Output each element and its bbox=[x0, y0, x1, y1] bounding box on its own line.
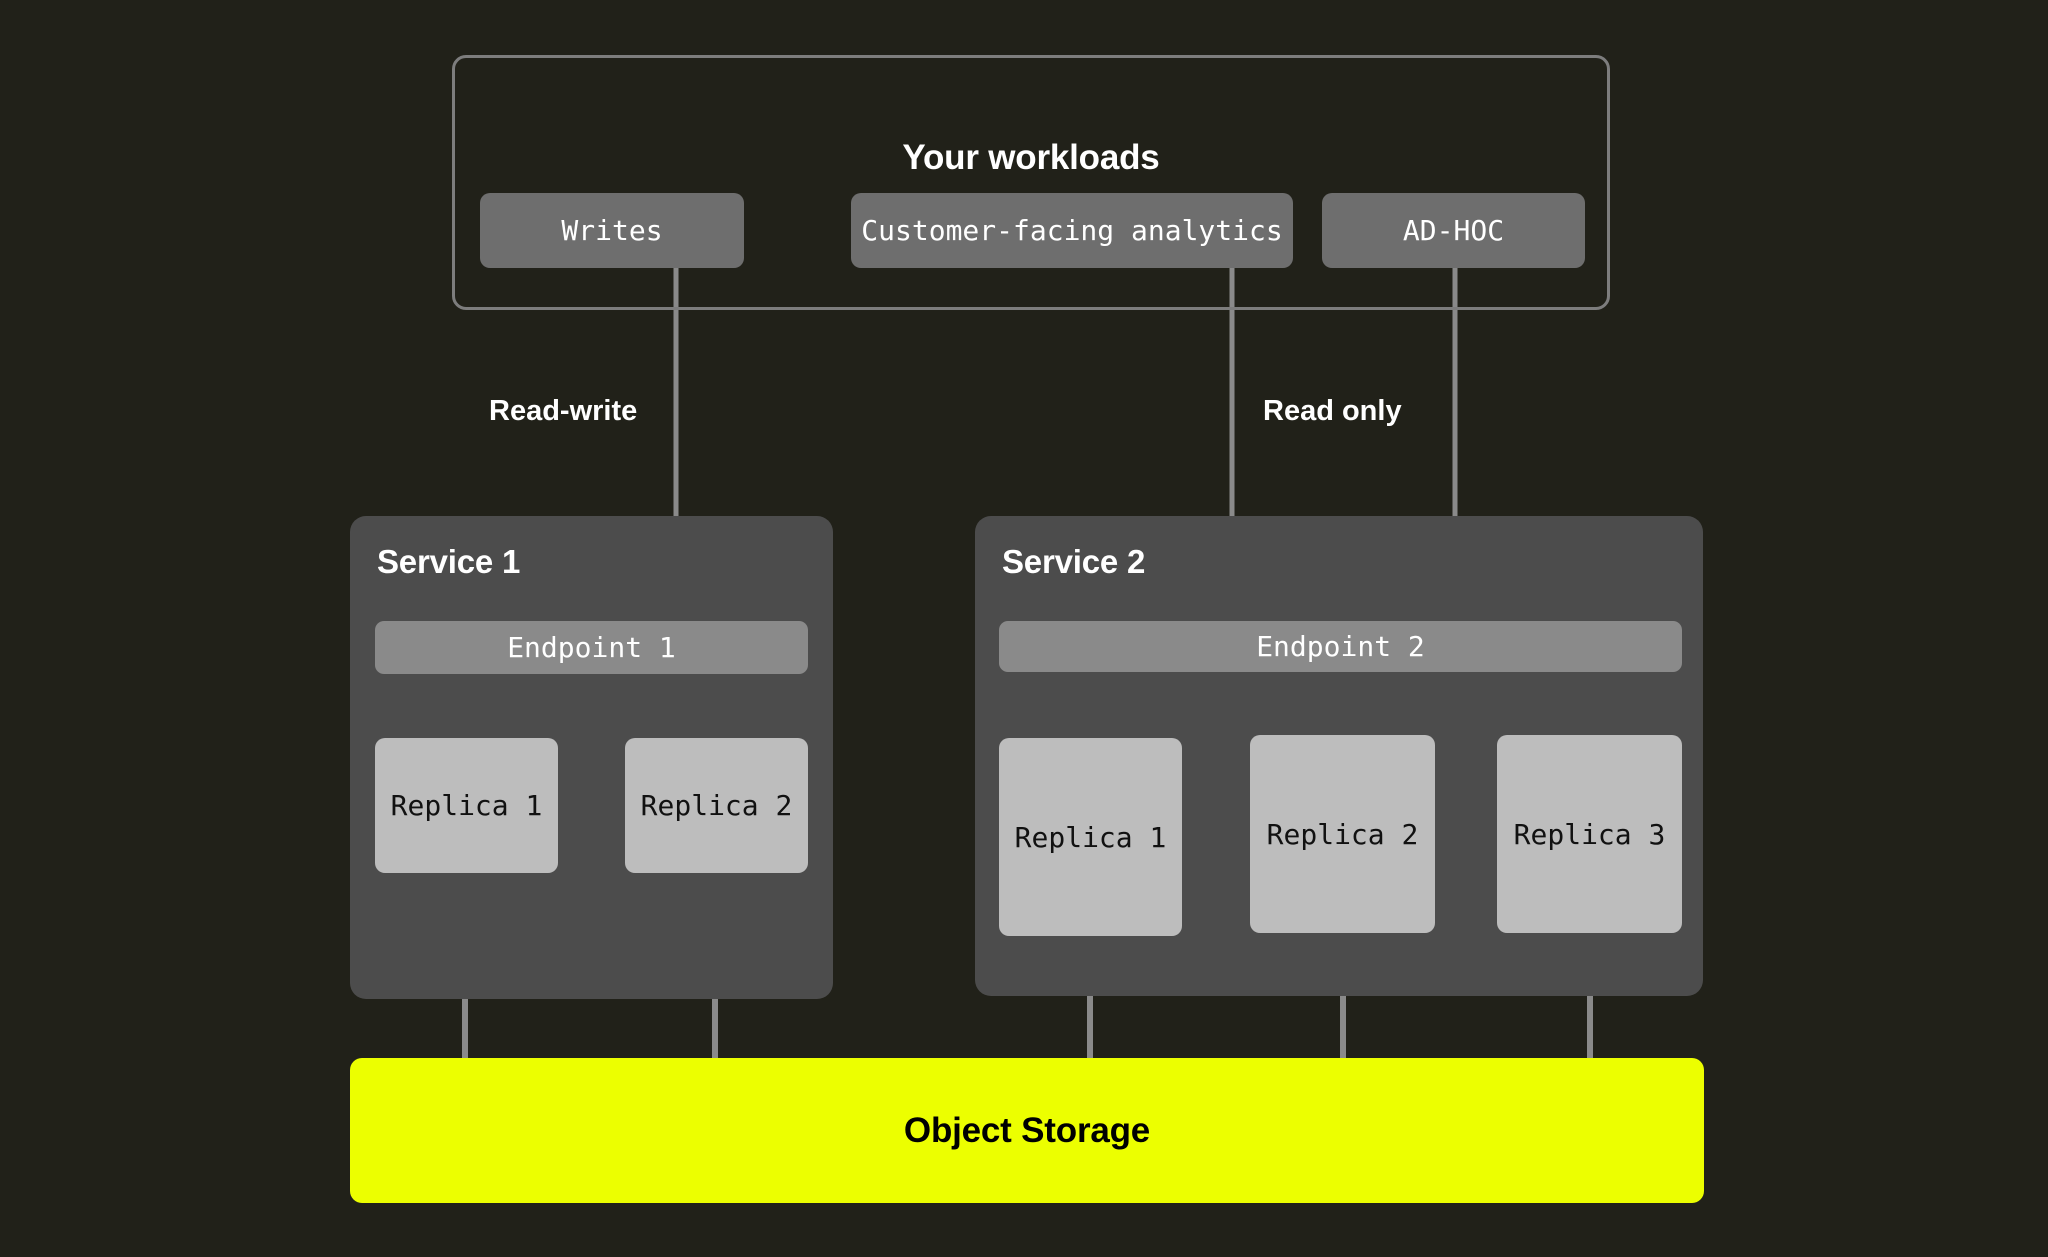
your-workloads-title: Your workloads bbox=[902, 138, 1160, 177]
service-1-replica-1[interactable]: Replica 1 bbox=[375, 738, 558, 873]
your-workloads-container: Your workloads Writes Customer-facing an… bbox=[452, 55, 1610, 310]
flow-label-read-write: Read-write bbox=[489, 395, 638, 427]
workload-pill-row: Writes Customer-facing analytics AD-HOC bbox=[455, 193, 1607, 268]
endpoint-2[interactable]: Endpoint 2 bbox=[999, 621, 1682, 672]
service-2-replica-1[interactable]: Replica 1 bbox=[999, 738, 1182, 936]
service-2-replica-3[interactable]: Replica 3 bbox=[1497, 735, 1682, 933]
service-1-title: Service 1 bbox=[377, 543, 521, 580]
workload-pill-ad-hoc[interactable]: AD-HOC bbox=[1322, 193, 1585, 268]
service-2-replica-2[interactable]: Replica 2 bbox=[1250, 735, 1435, 933]
endpoint-1[interactable]: Endpoint 1 bbox=[375, 621, 808, 674]
workload-pill-writes[interactable]: Writes bbox=[480, 193, 744, 268]
flow-label-read-only: Read only bbox=[1263, 395, 1402, 427]
service-2-title: Service 2 bbox=[1002, 543, 1146, 580]
object-storage-bar[interactable]: Object Storage bbox=[350, 1058, 1704, 1203]
workload-pill-customer-facing-analytics[interactable]: Customer-facing analytics bbox=[851, 193, 1293, 268]
service-1-replica-2[interactable]: Replica 2 bbox=[625, 738, 808, 873]
